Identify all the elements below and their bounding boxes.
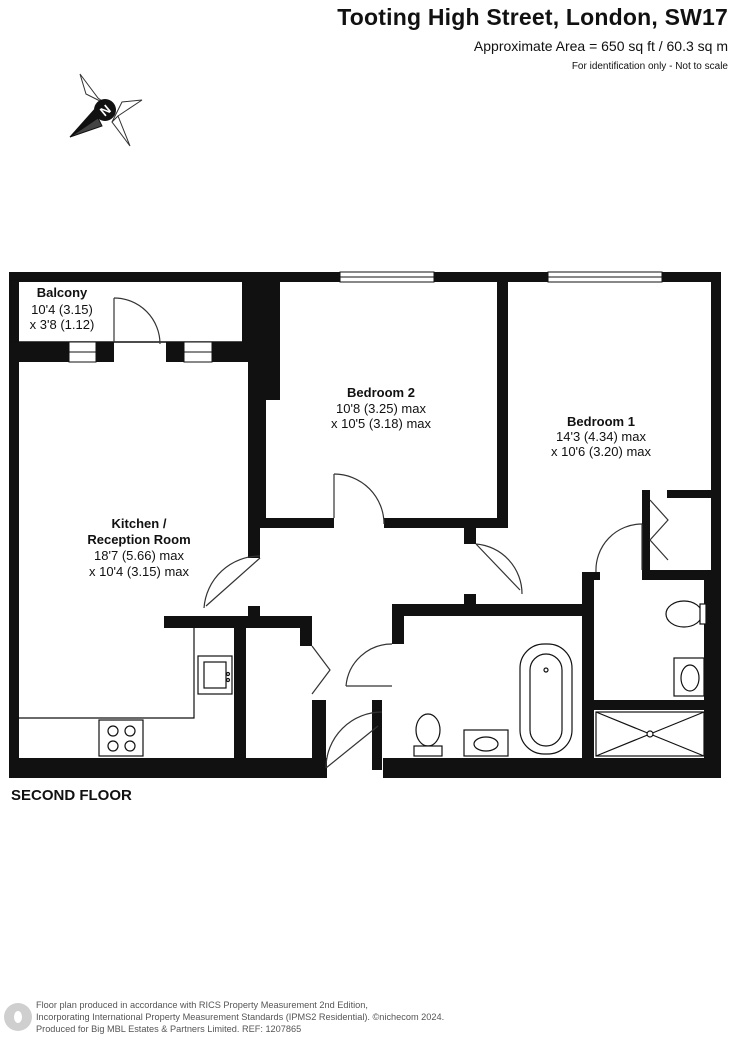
scale-note: For identification only - Not to scale [571, 61, 728, 72]
room-label-bedroom-1: Bedroom 1 14'3 (4.34) max x 10'6 (3.20) … [551, 414, 652, 459]
approximate-area: Approximate Area = 650 sq ft / 60.3 sq m [473, 38, 728, 54]
footer-line: Produced for Big MBL Estates & Partners … [36, 1024, 302, 1034]
svg-text:x 10'4 (3.15) max: x 10'4 (3.15) max [89, 564, 190, 579]
svg-text:Bedroom 2: Bedroom 2 [347, 385, 415, 400]
compass-icon: N [69, 73, 143, 147]
page-title: Tooting High Street, London, SW17 [337, 4, 728, 30]
floor-label: SECOND FLOOR [11, 787, 132, 804]
svg-text:Reception Room: Reception Room [87, 532, 190, 547]
windows [68, 271, 663, 363]
svg-text:Bedroom 1: Bedroom 1 [567, 414, 635, 429]
footer-line: Incorporating International Property Mea… [36, 1012, 445, 1022]
svg-text:Kitchen /: Kitchen / [112, 516, 167, 531]
svg-text:10'8 (3.25) max: 10'8 (3.25) max [336, 401, 426, 416]
svg-text:14'3 (4.34) max: 14'3 (4.34) max [556, 429, 646, 444]
footer-line: Floor plan produced in accordance with R… [36, 1000, 368, 1010]
rics-logo-icon [4, 1003, 32, 1031]
svg-text:18'7 (5.66) max: 18'7 (5.66) max [94, 548, 184, 563]
room-label-bedroom-2: Bedroom 2 10'8 (3.25) max x 10'5 (3.18) … [331, 385, 432, 431]
footer-disclaimer: Floor plan produced in accordance with R… [36, 999, 444, 1035]
room-label-balcony: Balcony 10'4 (3.15) x 3'8 (1.12) [30, 285, 95, 332]
door-swings [113, 297, 669, 769]
kitchen-units [19, 628, 233, 757]
bathroom-fixtures [413, 600, 707, 757]
svg-text:10'4 (3.15): 10'4 (3.15) [31, 302, 93, 317]
svg-text:x 3'8 (1.12): x 3'8 (1.12) [30, 317, 95, 332]
svg-text:x 10'5 (3.18) max: x 10'5 (3.18) max [331, 416, 432, 431]
room-label-kitchen-reception: Kitchen / Reception Room 18'7 (5.66) max… [87, 516, 190, 579]
svg-text:x 10'6 (3.20) max: x 10'6 (3.20) max [551, 444, 652, 459]
svg-text:Balcony: Balcony [37, 285, 88, 300]
